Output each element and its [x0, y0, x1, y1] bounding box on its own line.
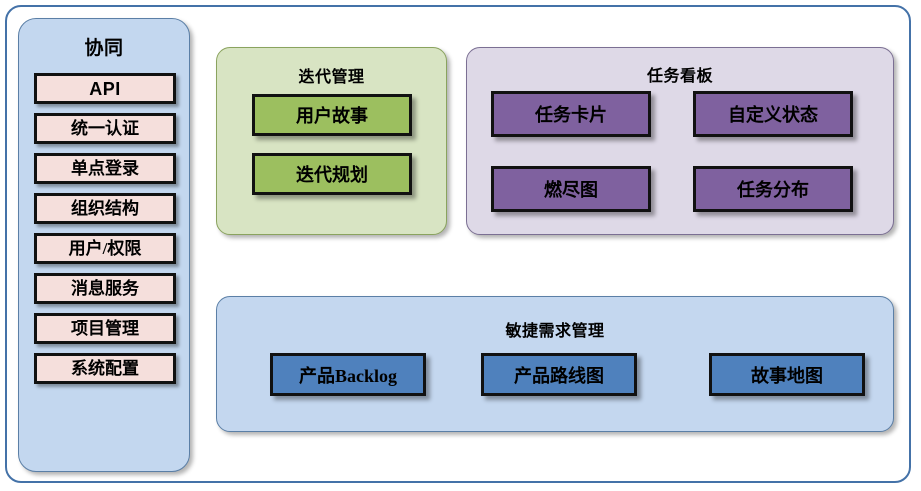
box-custom-status[interactable]: 自定义状态 [693, 91, 853, 137]
sidebar-item-api[interactable]: API [34, 73, 176, 104]
box-label: 产品Backlog [298, 365, 397, 386]
box-label: 故事地图 [751, 365, 823, 386]
sidebar-item-label: 单点登录 [71, 159, 139, 178]
box-user-story[interactable]: 用户故事 [252, 94, 412, 136]
panel-collaboration-title: 协同 [84, 38, 124, 59]
sidebar-item-label: 消息服务 [71, 279, 139, 298]
box-iteration-planning[interactable]: 迭代规划 [252, 153, 412, 195]
box-label: 自定义状态 [728, 105, 818, 125]
box-label: 任务卡片 [535, 105, 607, 125]
sidebar-item-org-structure[interactable]: 组织结构 [34, 193, 176, 224]
box-story-map[interactable]: 故事地图 [709, 353, 865, 396]
sidebar-item-label: 统一认证 [71, 119, 139, 138]
panel-iteration-management-title: 迭代管理 [298, 69, 365, 86]
sidebar-item-single-sign-on[interactable]: 单点登录 [34, 153, 176, 184]
box-label: 产品路线图 [514, 365, 604, 386]
box-task-card[interactable]: 任务卡片 [491, 91, 651, 137]
panel-task-board-title: 任务看板 [646, 68, 713, 85]
sidebar-item-message-service[interactable]: 消息服务 [34, 273, 176, 304]
panel-iteration-management[interactable]: 迭代管理 用户故事 迭代规划 [216, 47, 447, 235]
panel-agile-requirement-management[interactable]: 敏捷需求管理 产品Backlog 产品路线图 故事地图 [216, 296, 894, 432]
box-product-roadmap[interactable]: 产品路线图 [481, 353, 637, 396]
box-label: 任务分布 [737, 180, 809, 200]
box-task-distribution[interactable]: 任务分布 [693, 166, 853, 212]
panel-collaboration[interactable]: 协同 API 统一认证 单点登录 组织结构 用户/权限 消息服务 项目管理 [18, 18, 190, 472]
sidebar-item-system-config[interactable]: 系统配置 [34, 353, 176, 384]
sidebar-item-label: 项目管理 [71, 319, 139, 338]
box-label: 用户故事 [296, 106, 368, 126]
sidebar-item-label: 系统配置 [71, 359, 139, 378]
sidebar-item-unified-auth[interactable]: 统一认证 [34, 113, 176, 144]
sidebar-item-label: API [89, 78, 121, 99]
panel-task-board[interactable]: 任务看板 任务卡片 自定义状态 燃尽图 任务分布 [466, 47, 894, 235]
panel-agile-requirement-management-title: 敏捷需求管理 [505, 323, 605, 340]
box-product-backlog[interactable]: 产品Backlog [270, 353, 426, 396]
box-label: 迭代规划 [296, 165, 368, 185]
sidebar-item-project-management[interactable]: 项目管理 [34, 313, 176, 344]
sidebar-item-label: 用户/权限 [68, 239, 142, 258]
box-burndown-chart[interactable]: 燃尽图 [491, 166, 651, 212]
box-label: 燃尽图 [544, 180, 598, 200]
sidebar-item-label: 组织结构 [71, 199, 139, 218]
sidebar-item-user-permission[interactable]: 用户/权限 [34, 233, 176, 264]
sidebar-item-list: API 统一认证 单点登录 组织结构 用户/权限 消息服务 项目管理 系统配置 [34, 73, 176, 393]
